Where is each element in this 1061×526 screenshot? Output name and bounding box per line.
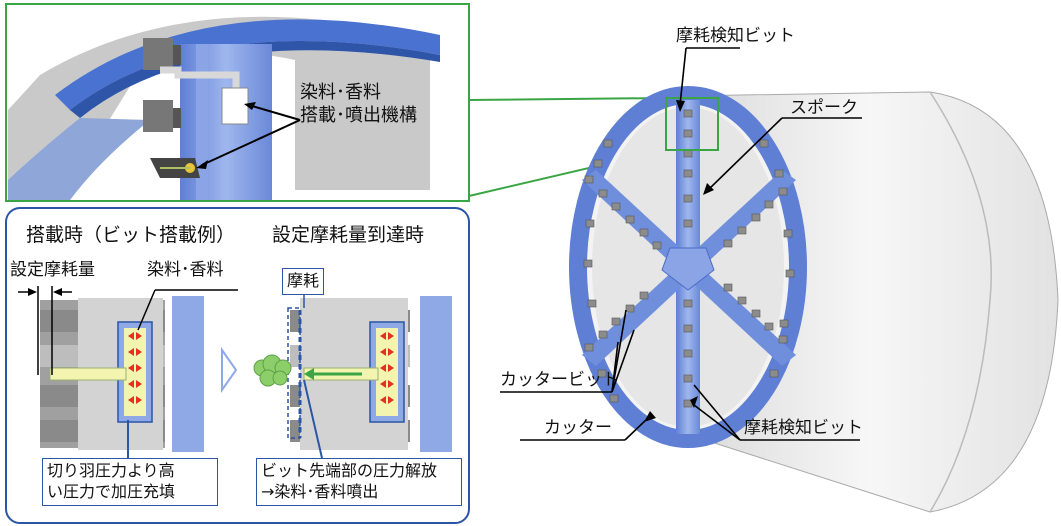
dye-cloud bbox=[253, 354, 292, 387]
wear-label: 摩耗 bbox=[282, 268, 325, 295]
cutter-label: カッター bbox=[544, 418, 612, 438]
spoke-block-left bbox=[172, 296, 204, 452]
mechanism-explanation-panel bbox=[5, 207, 470, 524]
pressure-arrows-right bbox=[380, 332, 394, 404]
pressure-note-line1: 切り羽圧力より高 bbox=[47, 461, 175, 480]
wear-detection-bit-label-bottom: 摩耗検知ビット bbox=[744, 418, 863, 438]
detail-bit-upper bbox=[143, 38, 173, 70]
cutter-hub bbox=[661, 247, 715, 291]
mounted-state-diagram bbox=[18, 286, 238, 458]
detail-bit-middle bbox=[143, 100, 173, 132]
detail-leader-line bbox=[251, 105, 301, 121]
spoke-block-right bbox=[420, 296, 452, 452]
emission-arrow bbox=[304, 368, 314, 380]
cutter-bit-label: カッタービット bbox=[500, 370, 619, 390]
release-note-line2: →染料･香料噴出 bbox=[261, 481, 379, 501]
machine-leader-lines bbox=[500, 47, 862, 441]
worn-state-title: 設定摩耗量到達時 bbox=[272, 224, 425, 246]
shield-machine bbox=[500, 47, 1059, 513]
detail-dye-mechanism bbox=[221, 87, 249, 125]
release-note-box: ビット先端部の圧力解放 →染料･香料噴出 bbox=[256, 458, 462, 506]
connector-line-upper bbox=[468, 97, 667, 101]
dye-reservoir-left bbox=[124, 328, 146, 416]
detail-closeup-panel bbox=[5, 3, 470, 202]
pressure-note-box: 切り羽圧力より高 い圧力で加圧充填 bbox=[42, 458, 218, 506]
pressure-arrows-left bbox=[128, 332, 142, 404]
dye-mechanism-label-line2: 搭載･噴出機構 bbox=[300, 105, 417, 126]
cutter-bits bbox=[583, 109, 795, 408]
wear-setting-label: 設定摩耗量 bbox=[10, 260, 95, 280]
pressure-note-line2: い圧力で加圧充填 bbox=[47, 481, 176, 501]
dye-label: 染料･香料 bbox=[147, 260, 224, 280]
mounted-state-title: 搭載時（ビット搭載例） bbox=[26, 224, 236, 246]
transition-arrow bbox=[221, 346, 238, 394]
dye-reservoir-right bbox=[376, 328, 398, 416]
highlight-box bbox=[665, 97, 719, 151]
spoke-label: スポーク bbox=[790, 98, 858, 118]
detail-pipe bbox=[160, 66, 240, 90]
dye-channel-left bbox=[49, 367, 127, 381]
detail-ring-arc bbox=[55, 19, 440, 110]
dye-mechanism-label-line1: 染料･香料 bbox=[300, 82, 381, 103]
wear-detection-bit-label-top: 摩耗検知ビット bbox=[676, 26, 795, 46]
worn-state-diagram bbox=[253, 292, 452, 459]
release-note-line1: ビット先端部の圧力解放 bbox=[261, 461, 438, 480]
